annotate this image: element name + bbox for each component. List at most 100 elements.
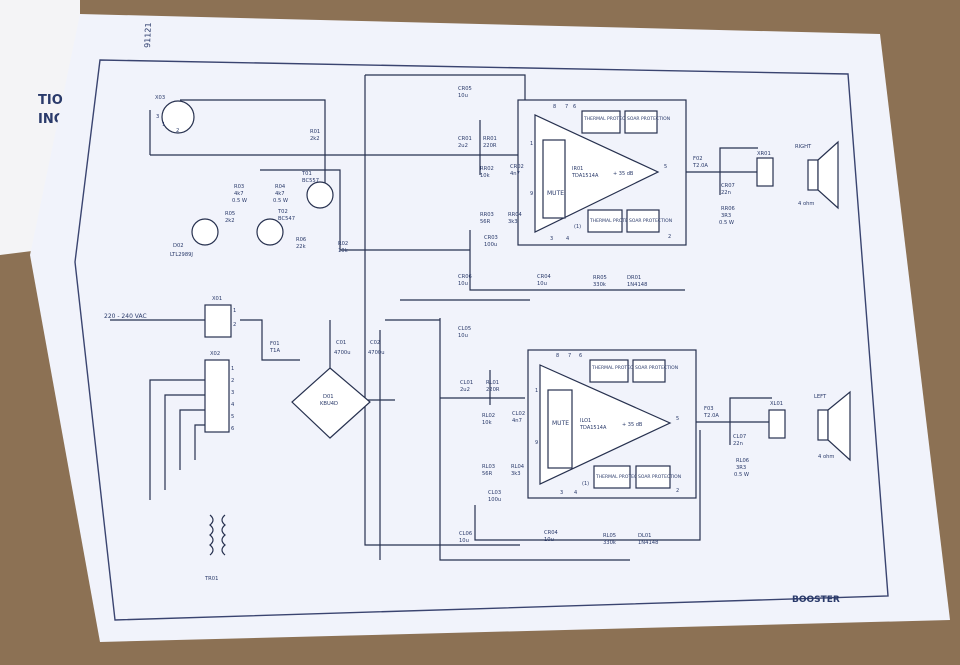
r05-value: 2k2 bbox=[225, 218, 235, 224]
cl03-ref: CL03 bbox=[488, 490, 501, 496]
cr04-ref: CR04 bbox=[537, 274, 552, 280]
x02-pin-2: 2 bbox=[231, 378, 234, 384]
rl05-ref: RL05 bbox=[603, 533, 616, 539]
rl04-ref: RL04 bbox=[511, 464, 525, 470]
lower-thermal-label: THERMAL PROTECTION bbox=[591, 365, 644, 371]
cr02-ref: CR02 bbox=[510, 164, 524, 170]
x02-pin-5: 5 bbox=[231, 414, 234, 420]
cl05-value: 10u bbox=[458, 333, 468, 339]
upper-soar-label-2: SOAR PROTECTION bbox=[629, 218, 672, 224]
cr01-ref: CR01 bbox=[458, 136, 472, 142]
lower-pin-1: 1 bbox=[535, 388, 538, 394]
rl03-value: 56R bbox=[482, 471, 493, 477]
x01-connector bbox=[204, 304, 232, 338]
xl01-connector bbox=[768, 409, 786, 439]
x01-pin-2: 2 bbox=[233, 322, 236, 328]
f02-ref: F02 bbox=[693, 156, 703, 162]
rr04-ref: RR04 bbox=[508, 212, 523, 218]
r04-rating: 0.5 W bbox=[273, 198, 288, 204]
lower-pin-8: 8 bbox=[556, 353, 559, 359]
cr04-value: 10u bbox=[537, 281, 547, 287]
rr03-ref: RR03 bbox=[480, 212, 494, 218]
cl04-value: 10u bbox=[544, 537, 554, 543]
upper-amp-gain: + 35 dB bbox=[613, 171, 634, 177]
rl05-value: 330k bbox=[603, 540, 616, 546]
t01-ref: T01 bbox=[301, 171, 312, 177]
lower-pin-2: 2 bbox=[676, 488, 679, 494]
bridge-rectifier-symbol bbox=[291, 367, 371, 439]
rr04-value: 3k3 bbox=[508, 219, 518, 225]
f03-ref: F03 bbox=[704, 406, 714, 412]
f03-value: T2.0A bbox=[703, 413, 719, 419]
lower-amp-ref: ILO1 bbox=[580, 418, 591, 424]
left-speaker-icon bbox=[817, 390, 851, 462]
r06-value: 22k bbox=[296, 244, 306, 250]
cl01-ref: CL01 bbox=[460, 380, 473, 386]
lower-pin-7: 7 bbox=[568, 353, 571, 359]
rl01-value: 220R bbox=[486, 387, 500, 393]
right-speaker-impedance: 4 ohm bbox=[798, 201, 814, 207]
upper-soar-box-2 bbox=[626, 209, 660, 233]
lower-amp-part: TDA1514A bbox=[579, 425, 607, 431]
xr01-connector bbox=[756, 157, 774, 187]
f02-value: T2.0A bbox=[692, 163, 708, 169]
f01-value: T1A bbox=[269, 348, 280, 354]
cl02-ref: CL02 bbox=[512, 411, 525, 417]
right-speaker-icon bbox=[807, 140, 839, 210]
cl04-ref: CR04 bbox=[544, 530, 559, 536]
c02-ref: C02 bbox=[370, 340, 380, 346]
lower-thermal-label-2: THERMAL PROTECTION bbox=[595, 474, 648, 480]
upper-soar-box bbox=[624, 110, 658, 134]
x03-label: X03 bbox=[155, 95, 165, 101]
t02-part: BC547 bbox=[278, 216, 295, 222]
lower-thermal-box bbox=[589, 359, 629, 383]
dr01-ref: DR01 bbox=[627, 275, 641, 281]
dl01-ref: DL01 bbox=[638, 533, 652, 539]
cl01-value: 2u2 bbox=[460, 387, 470, 393]
lower-mute-box bbox=[547, 389, 573, 469]
lower-amp-outline bbox=[527, 349, 697, 499]
rr05-value: 330k bbox=[593, 282, 606, 288]
dl01-value: 1N4148 bbox=[638, 540, 658, 546]
rr02-value: 10k bbox=[480, 173, 490, 179]
r03-rating: 0.5 W bbox=[232, 198, 247, 204]
t01-transistor-symbol bbox=[306, 181, 334, 209]
t01-part: BC557 bbox=[302, 178, 319, 184]
lower-amplifier-block: MUTE THERMAL PROTECTION SOAR PROTECTION … bbox=[527, 349, 697, 499]
c01-ref: C01 bbox=[336, 340, 346, 346]
cr06-value: 10u bbox=[458, 281, 468, 287]
d02-ref: D02 bbox=[173, 243, 184, 249]
upper-thermal-label: THERMAL PROTECTION bbox=[583, 116, 636, 122]
lower-mute-label: MUTE bbox=[552, 420, 569, 427]
r01-ref: R01 bbox=[310, 129, 320, 135]
upper-pin-4: 4 bbox=[566, 236, 569, 242]
xl01-label: XL01 bbox=[770, 401, 783, 407]
r03-value: 4k7 bbox=[234, 191, 244, 197]
t02-ref: T02 bbox=[277, 209, 288, 215]
lower-pin-4-note: (1) bbox=[582, 481, 589, 487]
r04-ref: R04 bbox=[275, 184, 286, 190]
cr01-value: 2u2 bbox=[458, 143, 468, 149]
x03-din-socket bbox=[161, 100, 195, 134]
r04-value: 4k7 bbox=[275, 191, 285, 197]
rr06-ref: RR06 bbox=[721, 206, 735, 212]
lower-pin-4: 4 bbox=[574, 490, 577, 496]
sheet-title: BOOSTER bbox=[792, 595, 840, 605]
r02-ref: R02 bbox=[338, 241, 348, 247]
rr01-value: 220R bbox=[483, 143, 497, 149]
lower-pin-3: 3 bbox=[560, 490, 563, 496]
upper-pin-2: 2 bbox=[668, 234, 671, 240]
xr01-label: XR01 bbox=[757, 151, 771, 157]
lower-pin-5: 5 bbox=[676, 416, 679, 422]
upper-amp-ref: IR01 bbox=[572, 166, 583, 172]
upper-mute-box bbox=[542, 139, 566, 219]
upper-thermal-box bbox=[581, 110, 621, 134]
x02-pin-6: 6 bbox=[231, 426, 234, 432]
upper-pin-7: 7 bbox=[565, 104, 568, 110]
upper-pin-8: 8 bbox=[553, 104, 556, 110]
cr06-ref: CR06 bbox=[458, 274, 472, 280]
x02-pin-4: 4 bbox=[231, 402, 235, 408]
rl06-rating: 0.5 W bbox=[734, 472, 749, 478]
rl01-ref: RL01 bbox=[486, 380, 499, 386]
